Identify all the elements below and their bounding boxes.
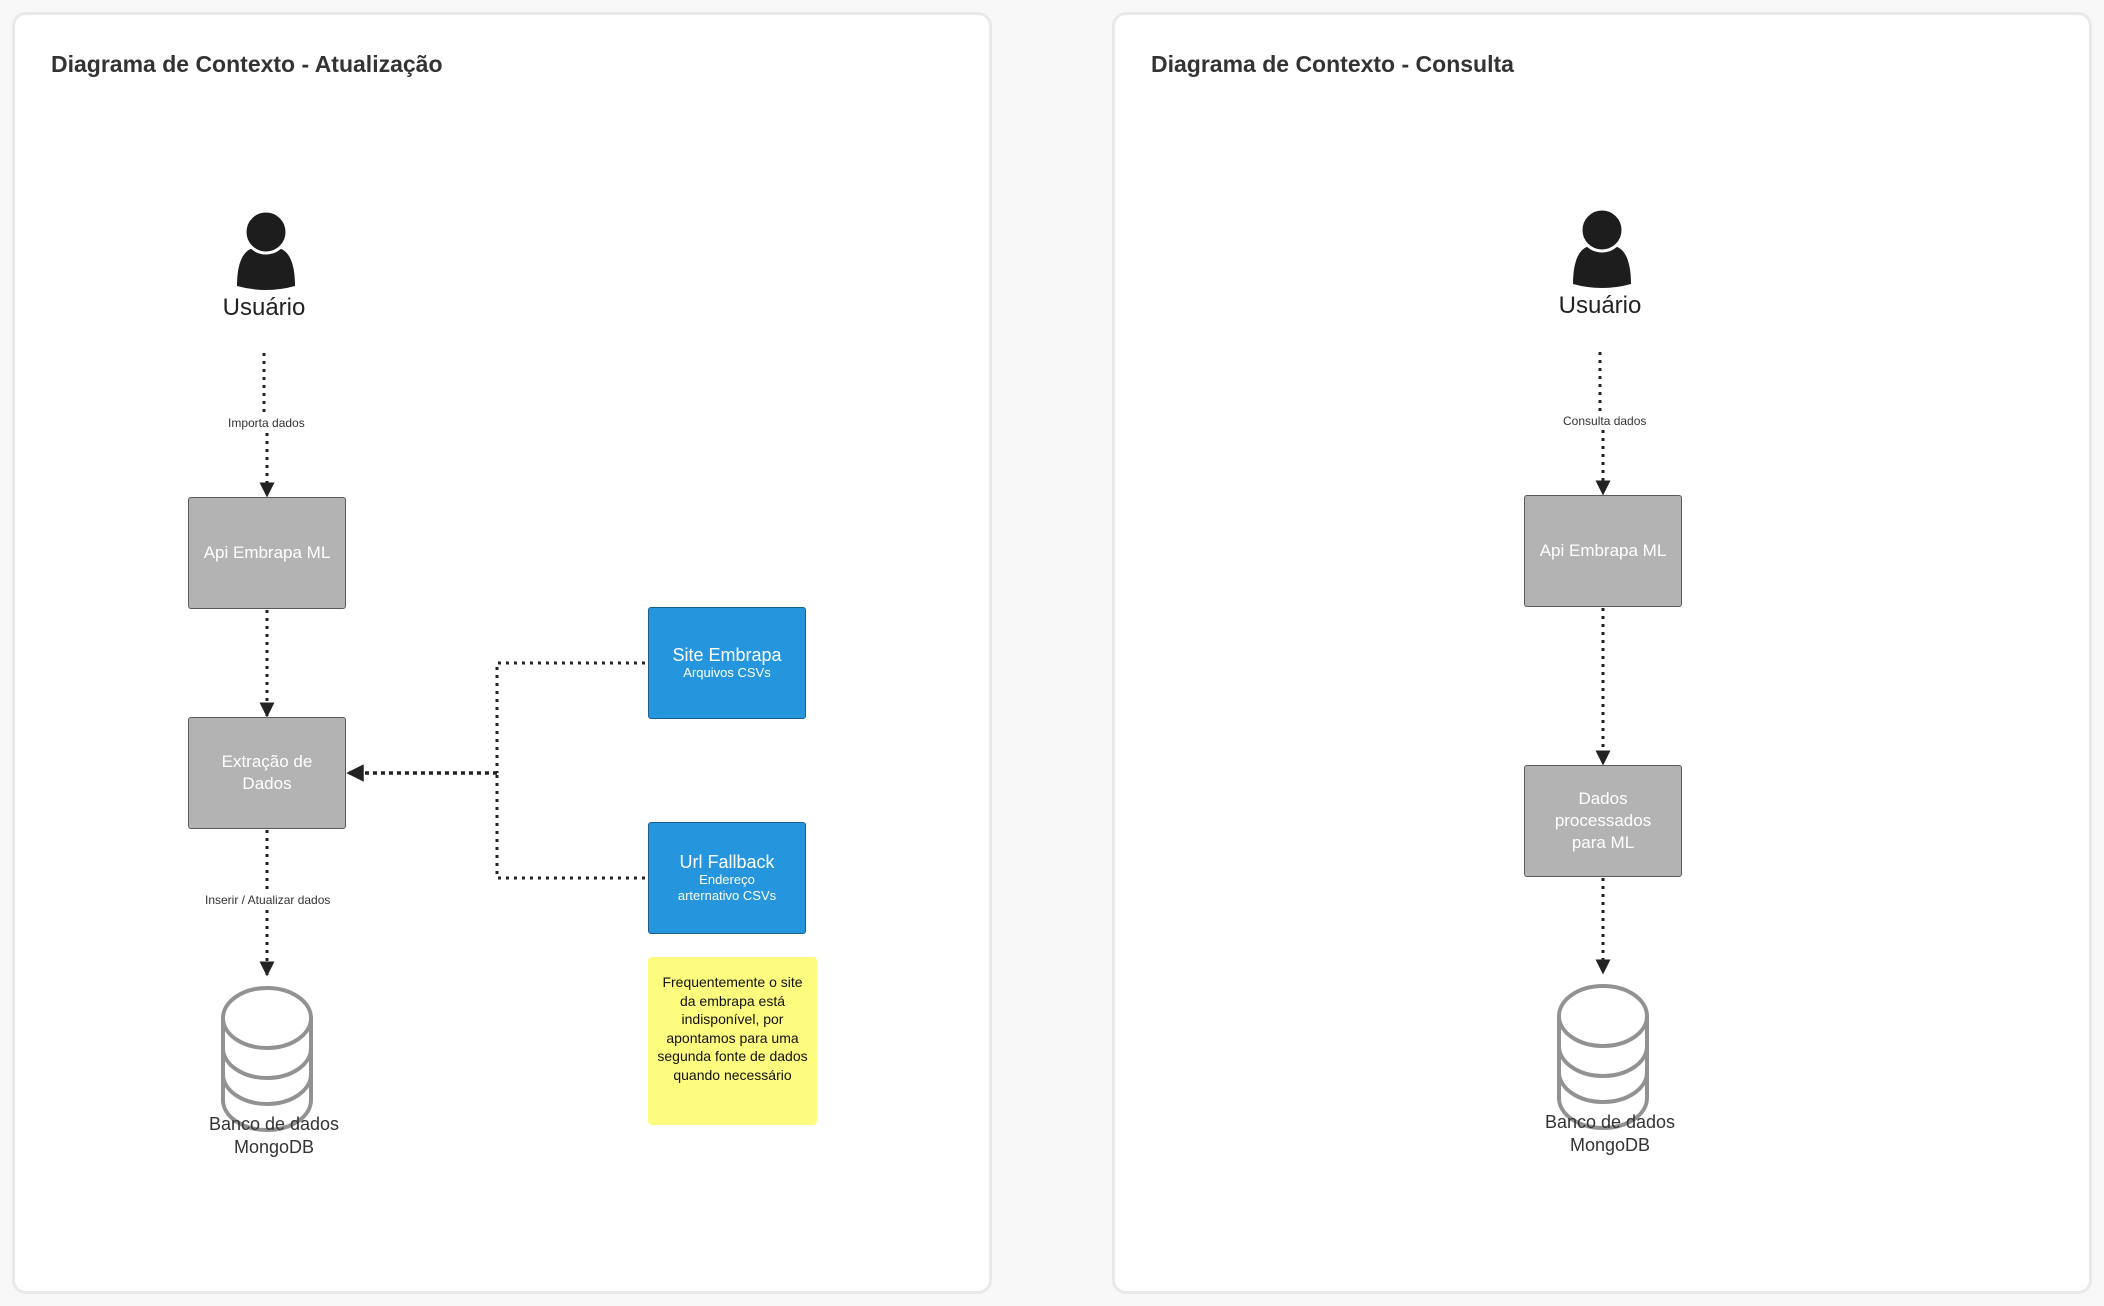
db-label-update: Banco de dados MongoDB — [164, 1113, 384, 1159]
user-icon — [1573, 207, 1631, 288]
node-processed-data[interactable]: Dados processados para ML — [1524, 765, 1682, 877]
node-subtitle: Arquivos CSVs — [683, 665, 771, 680]
user-icon — [237, 209, 295, 290]
panel-title-update: Diagrama de Contexto - Atualização — [51, 51, 443, 77]
edge-label-insert: Inserir / Atualizar dados — [203, 892, 333, 908]
edge-label-import: Importa dados — [226, 415, 307, 431]
sticky-note: Frequentemente o site da embrapa está in… — [648, 957, 817, 1125]
node-api-embrapa-query[interactable]: Api Embrapa ML — [1524, 495, 1682, 607]
edge-query-data — [1598, 352, 1605, 494]
node-data-extraction[interactable]: Extração de Dados — [188, 717, 346, 829]
database-icon — [1557, 984, 1649, 1130]
node-title: Url Fallback — [679, 852, 775, 872]
node-url-fallback[interactable]: Url Fallback Endereço arternativo CSVs — [648, 822, 806, 934]
db-label-line: MongoDB — [233, 1137, 315, 1157]
node-label: Api Embrapa ML — [1539, 541, 1667, 560]
node-title: Site Embrapa — [672, 645, 782, 665]
node-label: Extração de Dados — [221, 752, 313, 793]
db-label-query: Banco de dados MongoDB — [1500, 1111, 1720, 1157]
database-icon — [221, 986, 313, 1132]
actor-label-query: Usuário — [1558, 292, 1642, 319]
panel-update: Diagrama de Contexto - Atualização — [12, 12, 992, 1294]
node-label: Dados processados para ML — [1554, 789, 1652, 852]
actor-label-update: Usuário — [222, 294, 306, 321]
panel-title-query: Diagrama de Contexto - Consulta — [1151, 51, 1514, 77]
edge-fallback-branch — [495, 773, 645, 880]
node-subtitle: Endereço arternativo CSVs — [677, 872, 777, 903]
node-api-embrapa-update[interactable]: Api Embrapa ML — [188, 497, 346, 609]
edge-site-branch — [495, 661, 645, 773]
db-label-line: Banco de dados — [1544, 1112, 1676, 1132]
node-label: Api Embrapa ML — [203, 543, 331, 562]
db-label-line: MongoDB — [1569, 1135, 1651, 1155]
edge-label-query: Consulta dados — [1561, 413, 1649, 429]
db-label-line: Banco de dados — [208, 1114, 340, 1134]
node-site-embrapa[interactable]: Site Embrapa Arquivos CSVs — [648, 607, 806, 719]
